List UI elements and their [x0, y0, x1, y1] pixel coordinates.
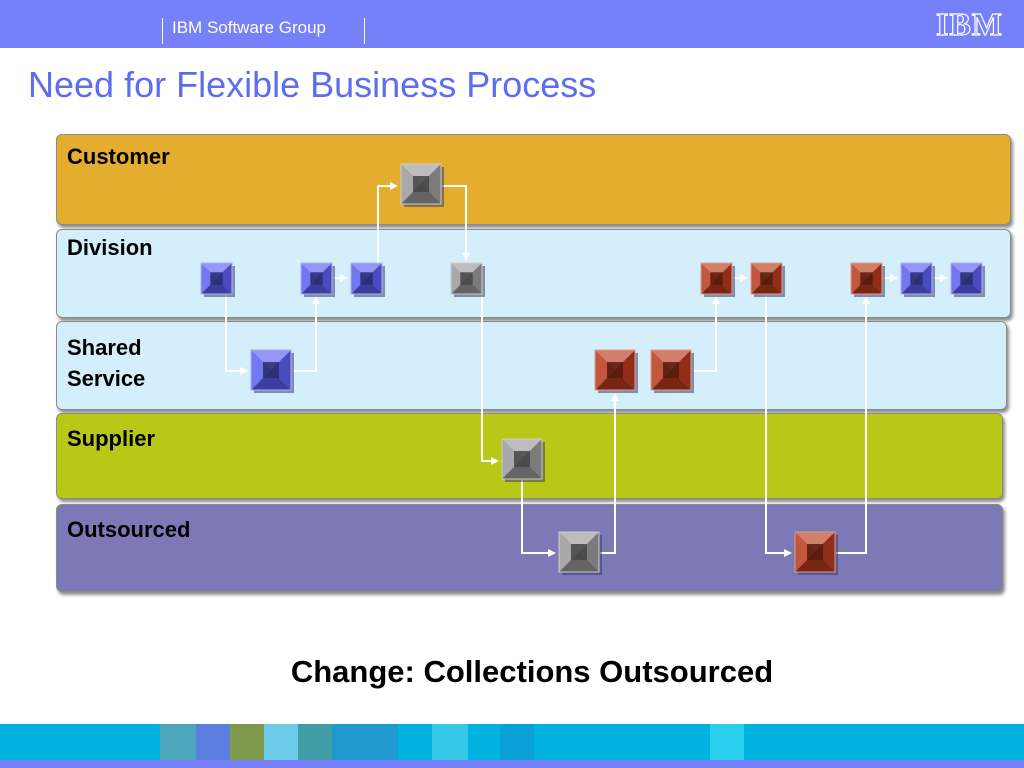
- slide-title: Need for Flexible Business Process: [28, 64, 597, 105]
- process-step-box: [594, 349, 638, 393]
- process-step-box: [850, 262, 885, 297]
- flow-arrow: [442, 185, 470, 261]
- footer-image-tile: [230, 724, 264, 760]
- process-step-box: [750, 262, 785, 297]
- footer-image-tile: [432, 724, 468, 760]
- process-step-box: [900, 262, 935, 297]
- lane-shared-service: [56, 321, 1007, 410]
- header-separator: [162, 18, 163, 44]
- footer-band: [0, 760, 1024, 768]
- flow-arrow: [836, 296, 870, 554]
- footer-image-tile: [196, 724, 230, 760]
- footer-image-tile: [264, 724, 298, 760]
- process-step-box: [700, 262, 735, 297]
- flow-arrow: [600, 393, 619, 554]
- process-step-box: [650, 349, 694, 393]
- process-step-box: [300, 262, 335, 297]
- process-step-box: [501, 438, 545, 482]
- lane-label-division: Division: [67, 235, 153, 260]
- lane-label-shared-line2: Service: [67, 366, 146, 391]
- lane-label-customer: Customer: [67, 144, 170, 169]
- flow-arrow: [693, 296, 720, 372]
- lane-outsourced: [56, 504, 1003, 592]
- footer-image-tile: [160, 724, 196, 760]
- process-step-box: [400, 163, 444, 207]
- lane-customer: [56, 134, 1011, 225]
- group-name: IBM Software Group: [172, 18, 327, 37]
- footer-image-tile: [298, 724, 332, 760]
- flow-arrow: [293, 296, 320, 372]
- footer-image-tile: [332, 724, 398, 760]
- process-steps: [200, 163, 985, 575]
- flow-arrow: [521, 480, 556, 557]
- process-step-box: [200, 262, 235, 297]
- flow-arrow: [765, 294, 792, 557]
- footer-image-tile: [500, 724, 534, 760]
- footer-image-tile: [710, 724, 744, 760]
- process-step-box: [250, 349, 294, 393]
- process-step-box: [794, 531, 838, 575]
- process-step-box: [950, 262, 985, 297]
- lane-label-supplier: Supplier: [67, 426, 156, 451]
- process-step-box: [350, 262, 385, 297]
- flow-arrow: [225, 294, 248, 375]
- slide-caption: Change: Collections Outsourced: [290, 654, 774, 689]
- lane-label-outsourced: Outsourced: [67, 517, 191, 542]
- flow-arrow: [377, 182, 398, 263]
- header-separator: [364, 18, 365, 44]
- process-step-box: [558, 531, 602, 575]
- header-bar: IBM Software Group IBM: [0, 0, 1024, 48]
- process-step-box: [450, 262, 485, 297]
- ibm-logo: IBM: [935, 7, 1008, 40]
- flow-arrow: [481, 294, 499, 465]
- footer-strip: [0, 724, 1024, 768]
- connectors: [225, 182, 948, 557]
- lane-label-shared-line1: Shared: [67, 335, 142, 360]
